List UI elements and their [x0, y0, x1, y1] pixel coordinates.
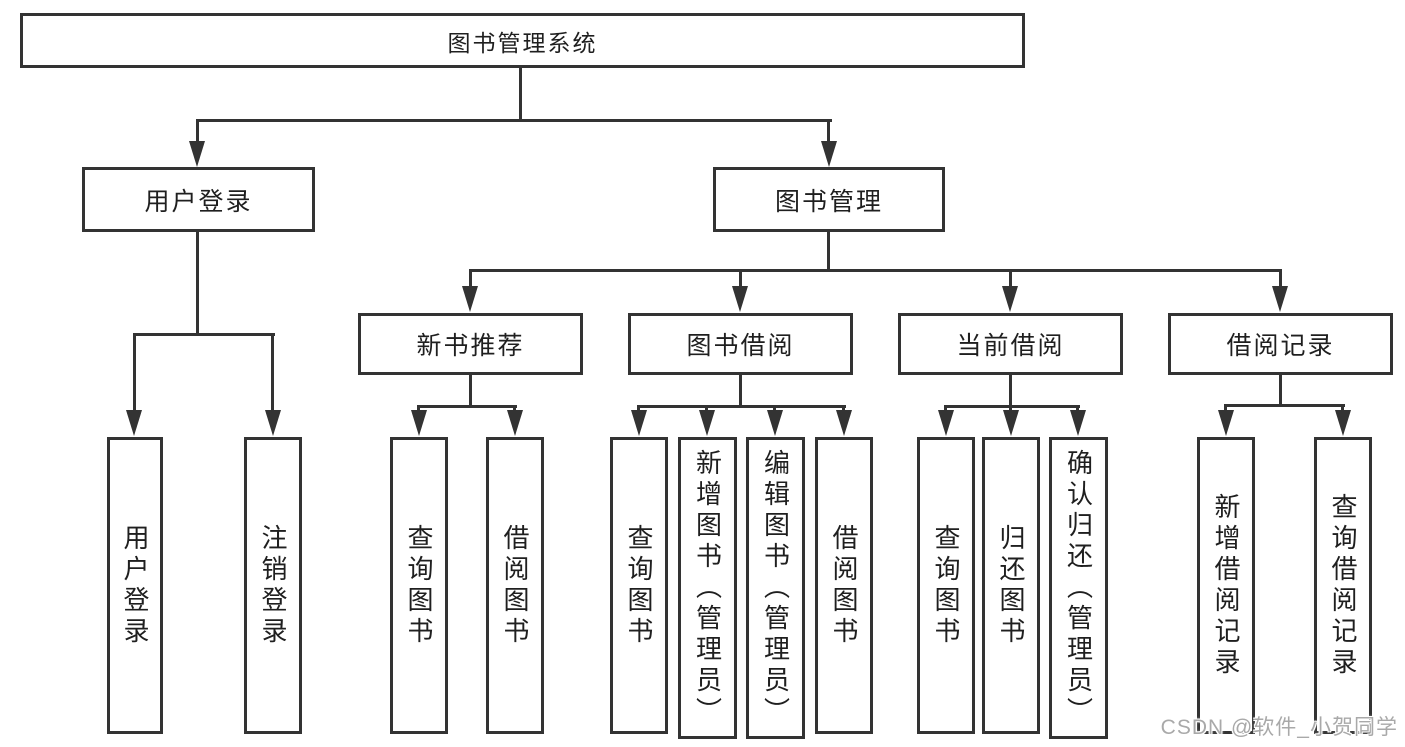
- node-label: 当前借阅: [956, 332, 1065, 360]
- connector-line: [133, 333, 136, 412]
- node-label: 归还图书: [996, 523, 1026, 648]
- connector-line: [827, 119, 830, 145]
- arrowhead-down-icon: [126, 410, 142, 436]
- arrowhead-down-icon: [767, 410, 783, 436]
- csdn-watermark: CSDN @软件_小贺同学: [1160, 716, 1398, 739]
- leaf-add-books-admin: 新增图书（管理员）: [678, 437, 737, 739]
- node-label: 确认归还（管理员）: [1063, 448, 1094, 728]
- arrowhead-down-icon: [507, 410, 523, 436]
- leaf-query-books-2: 查询图书: [610, 437, 668, 734]
- connector-line: [519, 68, 522, 120]
- connector-line: [196, 232, 199, 335]
- connector-line: [469, 269, 1282, 272]
- arrowhead-down-icon: [265, 410, 281, 436]
- node-label: 新书推荐: [416, 332, 525, 360]
- leaf-borrow-books-2: 借阅图书: [815, 437, 873, 734]
- node-borrow-records: 借阅记录: [1168, 313, 1393, 375]
- arrowhead-down-icon: [1003, 410, 1019, 436]
- leaf-query-books-1: 查询图书: [390, 437, 448, 734]
- connector-line: [1224, 404, 1227, 415]
- arrowhead-down-icon: [631, 410, 647, 436]
- connector-line: [196, 119, 199, 145]
- connector-line: [637, 405, 846, 408]
- leaf-add-borrow-record: 新增借阅记录: [1197, 437, 1255, 734]
- node-label: 新增借阅记录: [1211, 492, 1241, 679]
- node-label: 图书管理: [774, 187, 883, 216]
- leaf-query-books-3: 查询图书: [917, 437, 975, 734]
- arrowhead-down-icon: [732, 286, 748, 312]
- node-label: 注销登录: [258, 523, 288, 648]
- node-label: 用户登录: [144, 187, 253, 216]
- connector-line: [1009, 375, 1012, 407]
- node-label: 新增图书（管理员）: [692, 448, 723, 728]
- arrowhead-down-icon: [189, 141, 205, 167]
- arrowhead-down-icon: [699, 410, 715, 436]
- arrowhead-down-icon: [836, 410, 852, 436]
- node-label: 借阅记录: [1226, 332, 1335, 360]
- node-label: 借阅图书: [500, 523, 530, 648]
- node-label: 借阅图书: [829, 523, 859, 648]
- connector-line: [944, 405, 1080, 408]
- leaf-logout: 注销登录: [244, 437, 302, 734]
- connector-line: [469, 375, 472, 407]
- node-label: 查询图书: [931, 523, 961, 648]
- node-current-borrowing: 当前借阅: [898, 313, 1123, 375]
- arrowhead-down-icon: [462, 286, 478, 312]
- node-book-management-branch: 图书管理: [713, 167, 945, 232]
- arrowhead-down-icon: [1272, 286, 1288, 312]
- connector-line: [1224, 404, 1345, 407]
- node-new-book-recommend: 新书推荐: [358, 313, 583, 375]
- node-label: 图书借阅: [686, 332, 795, 360]
- node-book-borrowing: 图书借阅: [628, 313, 853, 375]
- connector-line: [271, 333, 274, 412]
- arrowhead-down-icon: [1218, 410, 1234, 436]
- leaf-query-borrow-record: 查询借阅记录: [1314, 437, 1372, 734]
- connector-line: [133, 333, 275, 336]
- connector-line: [1279, 269, 1282, 289]
- node-library-management-system: 图书管理系统: [20, 13, 1025, 68]
- connector-line: [1279, 375, 1282, 406]
- node-label: 查询图书: [404, 523, 434, 648]
- leaf-return-books: 归还图书: [982, 437, 1040, 734]
- arrowhead-down-icon: [1002, 286, 1018, 312]
- leaf-user-login: 用户登录: [107, 437, 163, 734]
- node-label: 图书管理系统: [447, 29, 598, 56]
- arrowhead-down-icon: [821, 141, 837, 167]
- connector-line: [196, 119, 832, 122]
- connector-line: [827, 232, 830, 271]
- node-label: 查询借阅记录: [1328, 492, 1358, 679]
- arrowhead-down-icon: [1335, 410, 1351, 436]
- arrowhead-down-icon: [1070, 410, 1086, 436]
- connector-line: [417, 405, 517, 408]
- node-label: 查询图书: [624, 523, 654, 648]
- leaf-borrow-books-1: 借阅图书: [486, 437, 544, 734]
- connector-line: [1341, 404, 1344, 415]
- node-label: 编辑图书（管理员）: [760, 448, 791, 728]
- node-user-login-branch: 用户登录: [82, 167, 315, 232]
- leaf-edit-books-admin: 编辑图书（管理员）: [746, 437, 805, 739]
- connector-line: [469, 269, 472, 289]
- leaf-confirm-return-admin: 确认归还（管理员）: [1049, 437, 1108, 739]
- connector-line: [739, 375, 742, 407]
- connector-line: [739, 269, 742, 289]
- connector-line: [1009, 269, 1012, 289]
- arrowhead-down-icon: [411, 410, 427, 436]
- node-label: 用户登录: [120, 523, 150, 648]
- arrowhead-down-icon: [938, 410, 954, 436]
